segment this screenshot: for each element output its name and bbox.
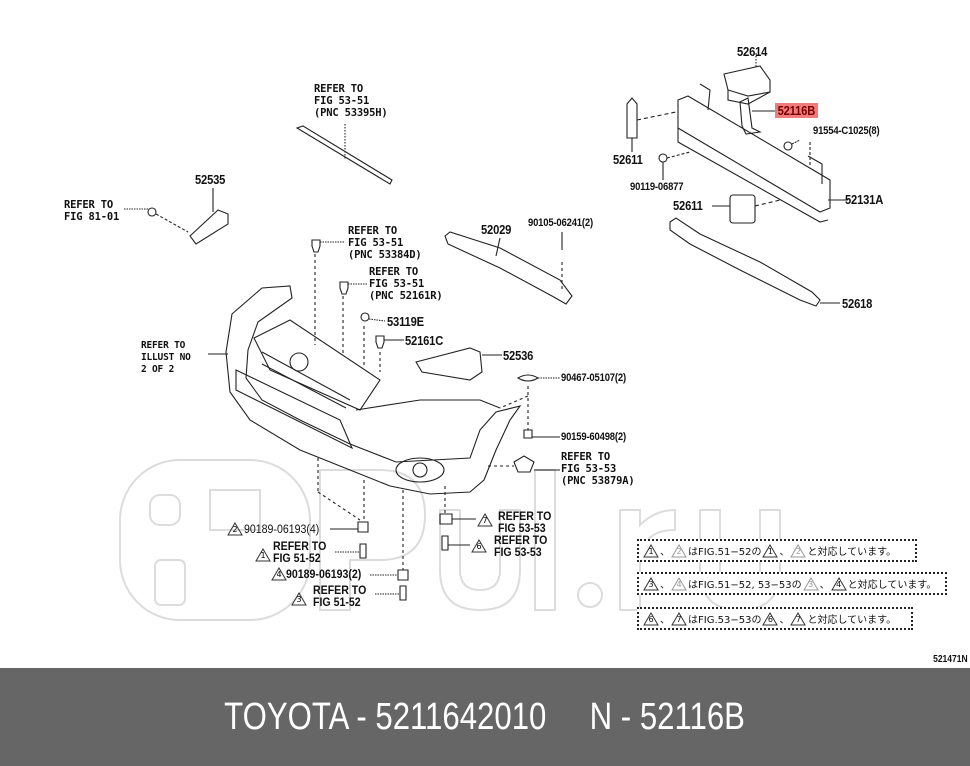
refer-fig-81-01[interactable]: REFER TO FIG 81-01: [64, 199, 120, 223]
part-label-52131a[interactable]: 52131A: [845, 192, 884, 207]
triangle-icon: 3: [643, 576, 659, 591]
note-text: と対応しています。: [807, 615, 897, 626]
warning-triangle-4-icon: 4: [271, 567, 287, 581]
note-row-1: 1、 2 はFIG.51−52の 1、 2 と対応しています。: [637, 539, 917, 562]
part-label-52029[interactable]: 52029: [481, 222, 512, 237]
warning-triangle-6-icon: 6: [471, 539, 487, 553]
triangle-icon: 1: [762, 543, 779, 558]
refer-fig-53-51-52161r[interactable]: REFER TO FIG 53-51 (PNC 52161R): [369, 266, 443, 302]
refer-fig-53-53-53879a[interactable]: REFER TO FIG 53-53 (PNC 53879A): [561, 451, 635, 487]
note-text: はFIG.51−52の: [688, 547, 762, 558]
triangle-icon: 4: [671, 576, 687, 591]
part-info-text: TOYOTA - 5211642010 N - 52116B: [224, 695, 746, 738]
triangle-icon: 1: [643, 543, 659, 558]
illustration-code: 521471N: [933, 654, 968, 665]
part-52116b-shape: [739, 97, 762, 135]
warning-triangle-1-icon: 1: [255, 548, 271, 562]
part-label-52614[interactable]: 52614: [737, 44, 768, 59]
part-52614-shape: [723, 65, 771, 97]
triangle-icon: 7: [790, 611, 807, 626]
part-label-52535[interactable]: 52535: [195, 172, 226, 187]
note-row-3: 6、 7 はFIG.53−53の 6、 7 と対応しています。: [637, 607, 913, 630]
part-label-90189-06193-2[interactable]: 90189-06193(2): [286, 569, 362, 581]
refer-fig-53-53-b[interactable]: REFER TO FIG 53-53: [494, 535, 548, 559]
refer-fig-53-53-a[interactable]: REFER TO FIG 53-53: [498, 511, 552, 535]
note-text: と対応しています。: [847, 580, 937, 591]
triangle-icon: 2: [671, 543, 687, 558]
note-row-2: 3、 4 はFIG.51−52, 53−53の 3、 4 と対応しています。: [637, 572, 947, 595]
part-label-90119-06877[interactable]: 90119-06877: [630, 181, 684, 193]
part-label-91554-c1025[interactable]: 91554-C1025(8): [813, 125, 880, 137]
part-label-52611-left[interactable]: 52611: [613, 152, 643, 167]
triangle-icon: 3: [802, 576, 819, 591]
refer-illust-no-2-of-2[interactable]: REFER TO ILLUST NO 2 OF 2: [141, 340, 191, 375]
parts-diagram: 52614 52116B 91554-C1025(8) 52611 90119-…: [64, 44, 968, 665]
refer-fig-53-51-53395h[interactable]: REFER TO FIG 53-51 (PNC 53395H): [314, 83, 388, 119]
part-52029-shape: [444, 231, 573, 305]
part-label-90159-60498[interactable]: 90159-60498(2): [561, 431, 626, 443]
triangle-icon: 4: [830, 576, 847, 591]
triangle-icon: 2: [790, 543, 807, 558]
triangle-icon: 6: [643, 611, 659, 626]
note-text: はFIG.51−52, 53−53の: [688, 580, 802, 591]
part-label-52536[interactable]: 52536: [503, 348, 534, 363]
part-label-90189-06193-4[interactable]: 90189-06193(4): [244, 524, 320, 536]
part-label-90105-06241[interactable]: 90105-06241(2): [528, 217, 593, 229]
part-label-52611-right[interactable]: 52611: [673, 198, 703, 213]
bumper-cover-shape: [225, 285, 522, 495]
part-label-90467-05107[interactable]: 90467-05107(2): [561, 372, 626, 384]
note-text: と対応しています。: [807, 547, 897, 558]
warning-triangle-3-icon: 3: [291, 592, 307, 606]
part-label-52161c[interactable]: 52161C: [405, 333, 444, 348]
refer-fig-51-52-a[interactable]: REFER TO FIG 51-52: [273, 541, 327, 565]
warning-triangle-2-icon: 2: [227, 522, 243, 536]
part-label-52618[interactable]: 52618: [842, 296, 873, 311]
triangle-icon: 6: [762, 611, 779, 626]
part-info-banner: TOYOTA - 5211642010 N - 52116B: [0, 668, 970, 766]
part-52535-shape: [189, 209, 229, 245]
warning-triangle-7-icon: 7: [477, 513, 493, 527]
part-52618-shape: [669, 217, 821, 307]
part-52611-right-shape: [729, 194, 756, 224]
note-text: はFIG.53−53の: [688, 615, 762, 626]
part-label-52116b-highlighted[interactable]: 52116B: [775, 103, 818, 118]
part-52611-left-shape: [626, 97, 638, 139]
refer-fig-53-51-53384d[interactable]: REFER TO FIG 53-51 (PNC 53384D): [348, 225, 422, 261]
triangle-icon: 7: [671, 611, 687, 626]
parts-illustration: [124, 53, 848, 601]
part-label-53119e[interactable]: 53119E: [387, 314, 424, 329]
refer-fig-51-52-b[interactable]: REFER TO FIG 51-52: [313, 585, 367, 609]
part-52536-shape: [415, 347, 483, 381]
